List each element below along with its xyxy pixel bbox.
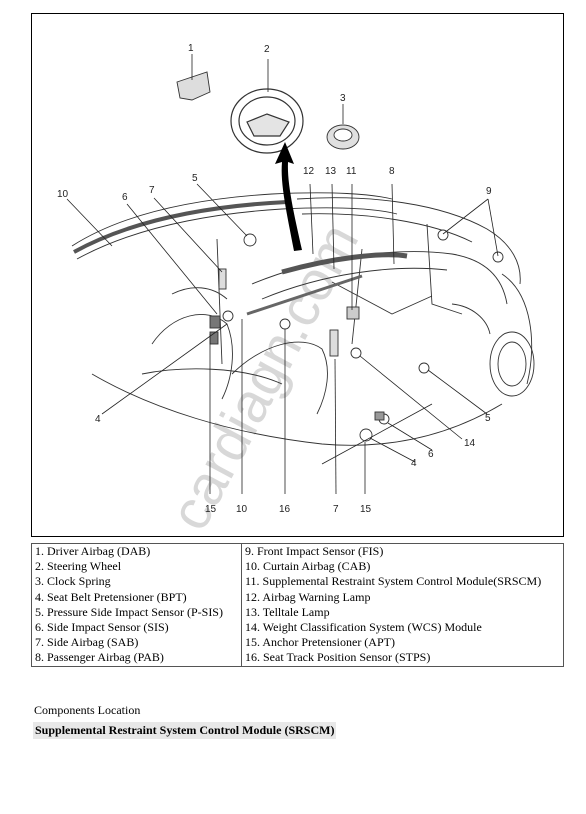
callout-9: 9 [486, 186, 492, 197]
callout-12: 12 [303, 166, 315, 177]
legend-item: 12. Airbag Warning Lamp [245, 589, 371, 604]
callout-4: 4 [95, 414, 101, 425]
callout-3: 3 [340, 93, 346, 104]
callout-2: 2 [264, 44, 270, 55]
callout-14: 14 [464, 438, 476, 449]
legend-item: 9. Front Impact Sensor (FIS) [245, 544, 384, 558]
legend-item: 8. Passenger Airbag (PAB) [35, 650, 164, 665]
legend-column-right: 9. Front Impact Sensor (FIS) 10. Curtain… [241, 543, 564, 667]
driver-airbag-part [176, 71, 211, 101]
steering-wheel-part [230, 88, 304, 154]
legend-item: 10. Curtain Airbag (CAB) [245, 559, 371, 574]
components-location-label: Components Location [34, 703, 141, 717]
callout-7b: 7 [333, 504, 339, 515]
legend-item: 1. Driver Airbag (DAB) [35, 544, 151, 558]
callout-8: 8 [389, 166, 395, 177]
components-legend-table: 1. Driver Airbag (DAB) 2. Steering Wheel… [31, 543, 564, 667]
legend-item: 2. Steering Wheel [35, 559, 122, 574]
legend-item: 3. Clock Spring [35, 574, 111, 589]
curtain-airbag-shape [73, 200, 288, 254]
srscm-section-heading: Supplemental Restraint System Control Mo… [33, 722, 337, 739]
callout-16: 16 [279, 504, 291, 515]
legend-item: 13. Telltale Lamp [245, 604, 330, 619]
callout-5b: 5 [485, 413, 491, 424]
assembly-arrow [275, 142, 302, 251]
callout-15b: 15 [360, 504, 372, 515]
callout-4b: 4 [411, 458, 417, 469]
callout-10b: 10 [236, 504, 248, 515]
passenger-airbag-shape [281, 252, 408, 275]
legend-item: 11. Supplemental Restraint System Contro… [245, 574, 542, 589]
legend-item: 4. Seat Belt Pretensioner (BPT) [35, 589, 187, 604]
callout-7: 7 [149, 185, 155, 196]
components-diagram: cardiagn.com [31, 13, 564, 538]
clock-spring-part [326, 124, 360, 150]
callout-11: 11 [346, 166, 357, 177]
legend-item: 5. Pressure Side Impact Sensor (P-SIS) [35, 604, 223, 619]
legend-item: 14. Weight Classification System (WCS) M… [245, 620, 482, 635]
legend-item: 7. Side Airbag (SAB) [35, 635, 139, 650]
callout-15: 15 [205, 504, 217, 515]
leader-lines [66, 54, 499, 495]
car-outline [71, 192, 535, 446]
legend-item: 16. Seat Track Position Sensor (STPS) [245, 650, 431, 665]
callout-6b: 6 [428, 449, 434, 460]
diagram-drawing: cardiagn.com [57, 43, 535, 538]
callout-10: 10 [57, 189, 69, 200]
callout-5: 5 [192, 173, 198, 184]
callout-13: 13 [325, 166, 337, 177]
callout-6: 6 [122, 192, 128, 203]
callout-1: 1 [188, 43, 194, 54]
legend-item: 15. Anchor Pretensioner (APT) [245, 635, 395, 650]
legend-column-left: 1. Driver Airbag (DAB) 2. Steering Wheel… [31, 543, 242, 667]
legend-item: 6. Side Impact Sensor (SIS) [35, 620, 169, 635]
sensor-markers [209, 229, 504, 442]
